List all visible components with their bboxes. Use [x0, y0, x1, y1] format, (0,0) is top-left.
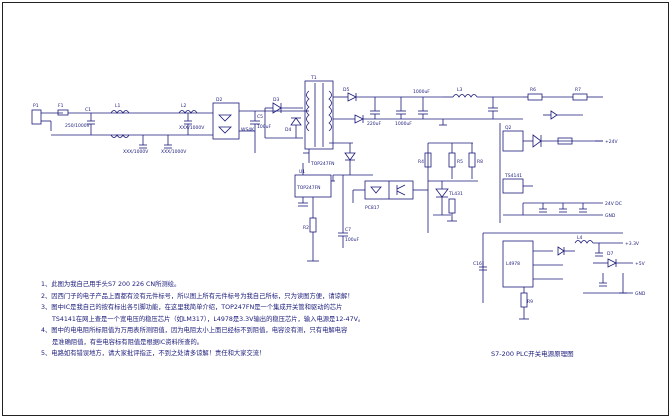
transformer	[304, 80, 334, 150]
label-u3v: TL431	[448, 191, 463, 197]
label-cx1: C1	[85, 107, 91, 113]
label-t1: T1	[310, 75, 317, 81]
label-r4: R4	[418, 159, 424, 165]
label-c5v: 100uF	[257, 124, 271, 130]
note-3-cont: TS4141在网上查是一个宽电压的稳压芯片（如LM317），L4978是3.3V…	[52, 315, 365, 323]
note-3: 3、图中IC是我自己的按有标出各引脚功能，在这里我简单介绍，TOP247FN是一…	[41, 304, 343, 311]
label-c11v: 1000uF	[413, 89, 430, 95]
label-bridge: D2	[216, 97, 222, 103]
label-out5: +5V	[635, 261, 646, 267]
label-out3: GND	[605, 213, 616, 219]
label-r6: R6	[530, 87, 536, 93]
label-bridge-val: WS4K	[241, 127, 255, 133]
note-4: 4、图中的电电阻所标阻值为万用表所测阻值，因为电阻太小上面已经标不到阻值，电容没…	[41, 327, 348, 334]
label-c3ref: XXX/1000V	[161, 149, 187, 155]
notes-block: 1、此图为我自己用手头S7 200 226 CN所测绘。 2、因西门子的电子产品…	[41, 279, 451, 360]
label-q2: Q2	[505, 125, 512, 131]
label-l1: L1	[115, 103, 121, 109]
label-u1v: TOP247FN	[296, 185, 321, 191]
label-out2: 24V DC	[605, 201, 622, 207]
label-l4: L4	[577, 235, 583, 241]
label-c16: C16	[473, 261, 482, 267]
label-f1: F1	[58, 103, 64, 109]
note-5: 5、电路如有错误地方，请大家批评指正，不到之处请多谅解！责任和大家交流！	[41, 350, 266, 357]
label-p1: P1	[33, 103, 39, 109]
label-q1v: TOP247FN	[310, 161, 335, 167]
label-c10v: 1000uF	[395, 121, 412, 127]
label-l3: L3	[457, 87, 463, 93]
label-l2: L2	[181, 103, 187, 109]
label-c1ref: 250/1000V	[65, 123, 91, 129]
note-2: 2、因西门子的电子产品上面都有没有元件标号，所以图上所有元件标号为我自己所标，只…	[41, 292, 354, 300]
label-d5: D5	[343, 87, 349, 93]
bridge-rectifier	[212, 102, 240, 140]
label-c7: C7	[345, 227, 351, 233]
label-opto: PC817	[365, 205, 380, 211]
label-u1: U1	[299, 169, 305, 175]
input-connector	[31, 109, 42, 125]
label-ts4141: TS4141	[504, 173, 522, 179]
label-r8: R8	[477, 159, 483, 165]
label-r5: R5	[457, 159, 463, 165]
label-cx2: XXX/1000V	[179, 125, 205, 131]
label-d7: D7	[607, 251, 613, 257]
label-r7: R7	[575, 87, 581, 93]
l4978-ic	[502, 240, 534, 288]
label-c9v: 220uF	[367, 121, 381, 127]
label-out6: GND	[635, 291, 646, 297]
label-out4: +3.3V	[625, 241, 640, 247]
label-c5: C5	[257, 114, 263, 120]
transistor-q2	[502, 130, 524, 152]
label-d3: D3	[273, 97, 279, 103]
label-u4v: L4978	[506, 261, 520, 267]
circuit-diagram: P1 F1 C1 L1 L2 250/1000V XXX/1000V XXX/1…	[31, 75, 646, 320]
ts4141-ic	[502, 178, 524, 194]
note-1: 1、此图为我自己用手头S7 200 226 CN所测绘。	[41, 281, 181, 288]
label-r9: R9	[527, 299, 533, 305]
drawing-title: S7-200 PLC开关电源原理图	[491, 350, 574, 358]
note-4-cont: 是准确阻值，有些电容标有阻值是根据IC资料所查的。	[52, 338, 204, 346]
label-d4: D4	[285, 127, 291, 133]
label-c7v: 100uF	[345, 237, 359, 243]
label-r2: R2	[303, 225, 309, 231]
label-out1: +24V	[605, 139, 618, 145]
label-c2ref: XXX/1000V	[123, 149, 149, 155]
